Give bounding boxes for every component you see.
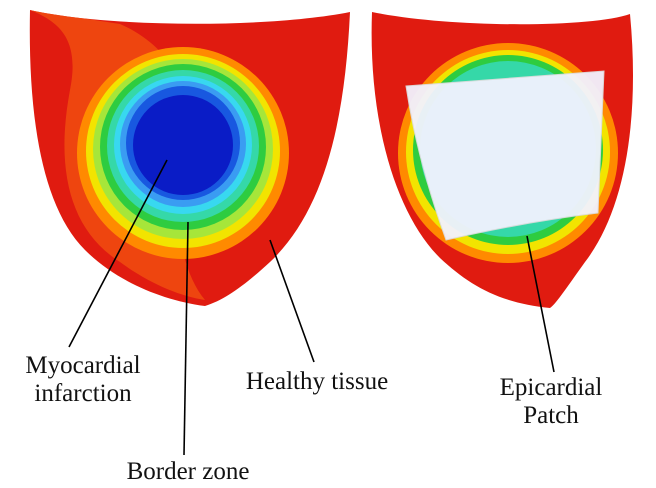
right-heart-model [372,12,633,308]
left-heart-model [30,10,350,306]
leader-healthy-tissue [270,240,314,362]
left-infarct-core [133,95,233,195]
